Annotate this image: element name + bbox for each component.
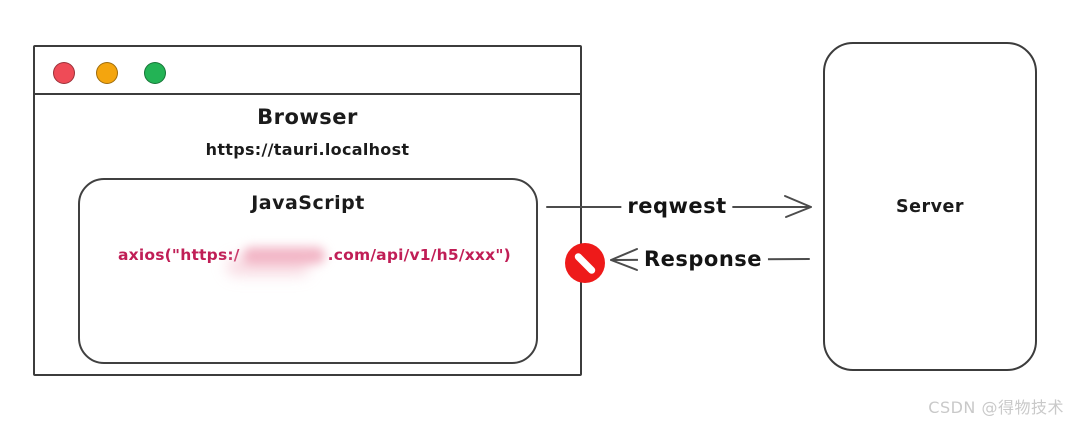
javascript-panel: JavaScript axios("https:/ .com/api/v1/h5… [78,178,538,364]
traffic-light-minimize-icon [96,62,118,84]
javascript-panel-title: JavaScript [251,192,365,214]
axios-code-suffix: .com/api/v1/h5/xxx") [327,246,511,264]
browser-title: Browser [257,105,358,129]
watermark: CSDN @得物技术 [928,398,1064,417]
traffic-light-close-icon [53,62,75,84]
blocked-icon-slash [573,251,597,275]
axios-code-line: axios("https:/ .com/api/v1/h5/xxx") [80,246,536,264]
axios-code-prefix: axios("https:/ [118,246,240,264]
request-arrow-label: reqwest [621,194,733,218]
browser-url: https://tauri.localhost [205,140,410,159]
server-label: Server [895,196,964,217]
traffic-light-maximize-icon [144,62,166,84]
browser-window: Browser https://tauri.localhost JavaScri… [33,45,582,376]
browser-titlebar [35,47,580,95]
code-redacted-blur [242,246,325,264]
blocked-icon [565,243,605,283]
server-box: Server [823,42,1037,371]
response-arrow-label: Response [637,247,769,271]
